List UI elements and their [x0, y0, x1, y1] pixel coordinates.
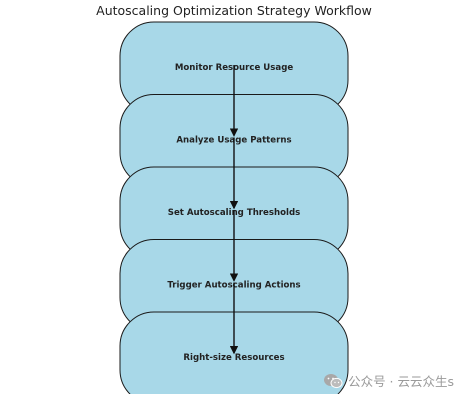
watermark-text: 公众号 · 云云众生s [348, 374, 454, 389]
diagram-title: Autoscaling Optimization Strategy Workfl… [96, 3, 372, 18]
step-label-5: Right-size Resources [183, 353, 284, 363]
wechat-icon [324, 373, 343, 388]
watermark: 公众号 · 云云众生s [323, 371, 454, 390]
